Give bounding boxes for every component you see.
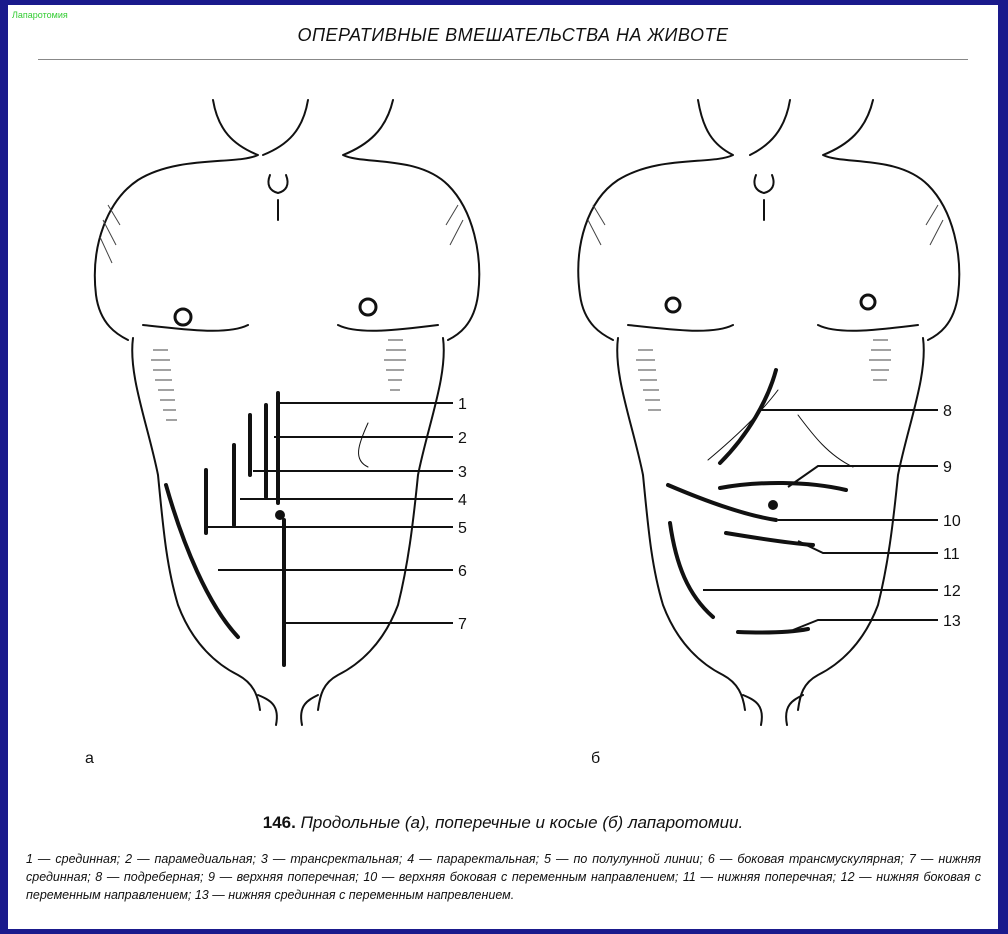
label-10: 10	[943, 513, 961, 530]
torso-illustration: 1 2 3 4 5 6 7 8 9 10 11 12 13	[8, 5, 998, 805]
label-4: 4	[458, 492, 467, 509]
panel-label-a: а	[85, 750, 94, 768]
figure-caption: 146. Продольные (а), поперечные и косые …	[8, 813, 998, 833]
torso-a-outline	[95, 100, 479, 725]
label-6: 6	[458, 563, 467, 580]
label-3: 3	[458, 464, 467, 481]
figure-legend: 1 — срединная; 2 — парамедиальная; 3 — т…	[26, 850, 981, 904]
figure-caption-text: Продольные (а), поперечные и косые (б) л…	[301, 813, 744, 832]
label-9: 9	[943, 459, 952, 476]
label-2: 2	[458, 430, 467, 447]
label-11: 11	[943, 546, 960, 563]
numbers-b: 8 9 10 11 12 13	[943, 403, 961, 630]
label-5: 5	[458, 520, 467, 537]
leader-lines-a	[208, 403, 453, 623]
incisions-a	[166, 393, 284, 665]
figure-number: 146.	[263, 813, 296, 832]
panel-label-b: б	[591, 750, 600, 768]
label-13: 13	[943, 613, 961, 630]
label-7: 7	[458, 616, 467, 633]
numbers-a: 1 2 3 4 5 6 7	[458, 396, 467, 633]
label-8: 8	[943, 403, 952, 420]
label-12: 12	[943, 583, 961, 600]
figure-page: Лапаротомия ОПЕРАТИВНЫЕ ВМЕШАТЕЛЬСТВА НА…	[8, 5, 998, 929]
label-1: 1	[458, 396, 467, 413]
